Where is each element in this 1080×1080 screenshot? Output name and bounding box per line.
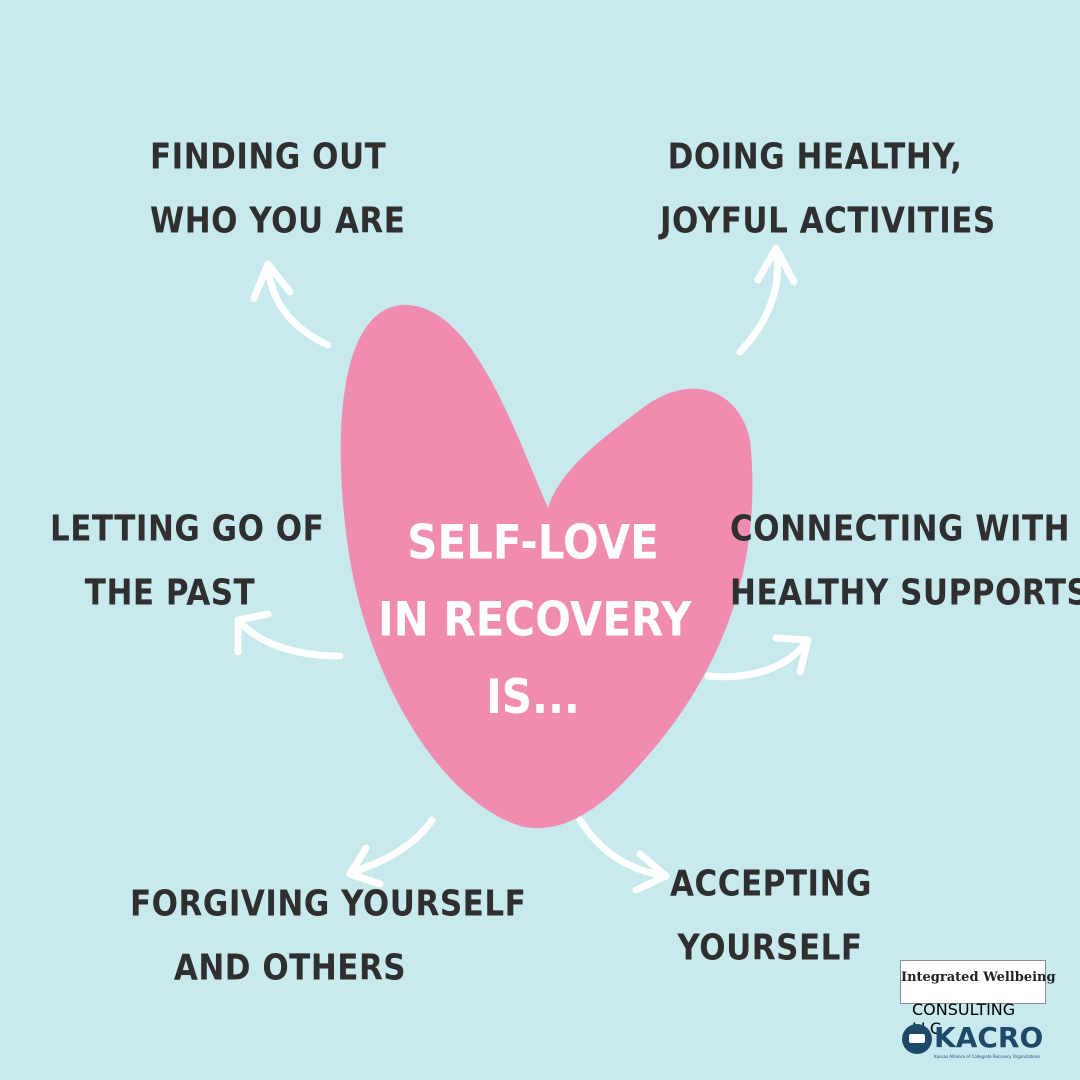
heart-title-line-1: SELF-LOVE [407, 514, 659, 570]
arrow-top-right [736, 246, 781, 356]
item-letting-go: LETTING GO OF THE PAST [50, 497, 325, 626]
item-line: ACCEPTING [670, 863, 872, 905]
item-accepting: ACCEPTING YOURSELF [670, 852, 872, 981]
integrated-wellbeing-name: Integrated Wellbeing [901, 970, 1056, 985]
item-line: DOING HEALTHY, [667, 136, 963, 178]
heart-shape [340, 304, 753, 829]
heart-title: SELF-LOVE IN RECOVERY IS... [378, 504, 692, 736]
integrated-wellbeing-logo: Integrated Wellbeing [900, 960, 1056, 1004]
arrow-bottom-right [576, 816, 668, 880]
item-line: WHO YOU ARE [150, 200, 406, 242]
arrow-bottom-left-head [346, 844, 384, 888]
item-connecting: CONNECTING WITH HEALTHY SUPPORTS [730, 497, 1080, 626]
item-finding-out: FINDING OUT WHO YOU ARE [150, 125, 406, 254]
item-line: JOYFUL ACTIVITIES [660, 200, 996, 242]
item-line: THE PAST [84, 572, 256, 614]
kacro-logo: KACRO Kansas Alliance of Collegiate Reco… [900, 1020, 1050, 1064]
arrow-mid-left [236, 618, 344, 660]
item-line: CONNECTING WITH [730, 508, 1071, 550]
item-line: LETTING GO OF [50, 508, 325, 550]
kacro-mark-icon [902, 1024, 932, 1054]
heart-title-line-2: IN RECOVERY [378, 592, 692, 647]
item-line: AND OTHERS [173, 947, 407, 989]
heart-title-line-3: IS... [486, 669, 580, 725]
arrow-top-left-head [250, 260, 294, 302]
arrow-mid-right [704, 638, 810, 681]
item-line: FINDING OUT [150, 136, 387, 178]
item-doing-healthy: DOING HEALTHY, JOYFUL ACTIVITIES [660, 125, 996, 254]
arrow-top-left [264, 264, 332, 349]
item-line: HEALTHY SUPPORTS [730, 572, 1080, 614]
arrow-mid-left-head [234, 610, 272, 656]
item-forgiving: FORGIVING YOURSELF AND OTHERS [130, 872, 527, 1001]
arrow-mid-right-head [772, 634, 812, 676]
arrow-top-right-head [754, 244, 798, 286]
kacro-subtitle: Kansas Alliance of Collegiate Recovery O… [934, 1054, 1041, 1059]
item-line: FORGIVING YOURSELF [130, 883, 527, 925]
item-line: YOURSELF [677, 927, 863, 969]
arrow-bottom-right-head [632, 850, 670, 894]
arrow-bottom-left [348, 816, 436, 876]
kacro-name: KACRO [934, 1021, 1044, 1054]
